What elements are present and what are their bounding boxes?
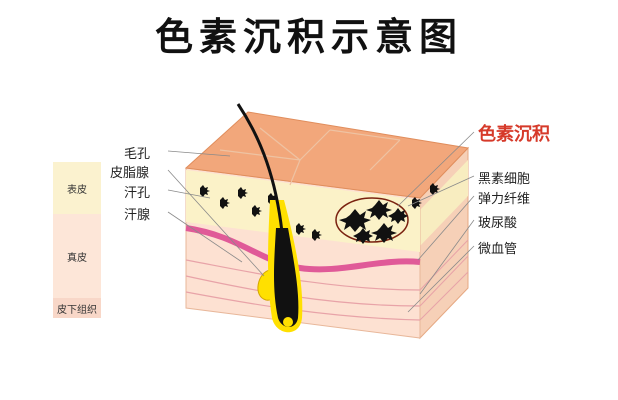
hair-papilla bbox=[283, 317, 293, 327]
label-pigment-deposit: 色素沉积 bbox=[478, 124, 550, 145]
label-capillary: 微血管 bbox=[478, 242, 518, 257]
legend-dermis: 真皮 bbox=[53, 214, 101, 298]
pink-band bbox=[185, 225, 421, 273]
skin-layer-legend: 表皮 真皮 皮下组织 bbox=[53, 162, 101, 318]
label-elastic-fiber: 弹力纤维 bbox=[478, 192, 531, 207]
legend-epidermis: 表皮 bbox=[53, 162, 101, 214]
label-pore: 毛孔 bbox=[124, 147, 151, 162]
legend-subcutaneous: 皮下组织 bbox=[53, 298, 101, 318]
label-melanocyte: 黑素细胞 bbox=[478, 172, 531, 187]
label-sweat-pore: 汗孔 bbox=[124, 186, 151, 201]
skin-side-epidermis bbox=[420, 160, 468, 246]
label-hyaluronic-acid: 玻尿酸 bbox=[478, 216, 518, 231]
skin-top-face bbox=[184, 111, 470, 199]
label-sweat-gland: 汗腺 bbox=[124, 208, 151, 223]
hair-bulb bbox=[274, 228, 299, 327]
label-sebaceous-gland: 皮脂腺 bbox=[110, 166, 150, 181]
hair-shaft bbox=[236, 103, 284, 233]
diagram-title: 色素沉积示意图 bbox=[154, 15, 463, 59]
